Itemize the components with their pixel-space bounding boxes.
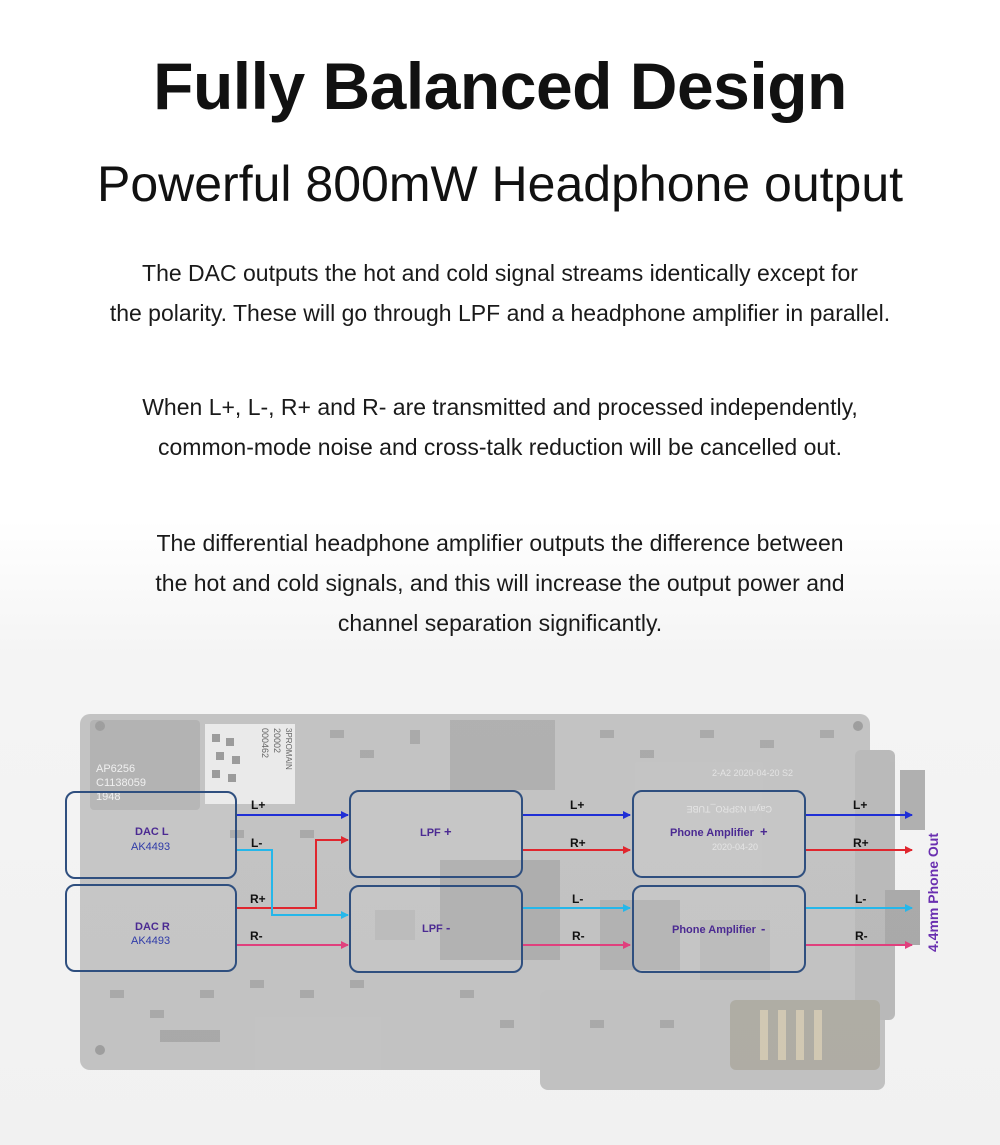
pcb-small-date: 2020-04-20 [712,842,758,852]
line-r-pos-1 [237,836,349,909]
paragraph-line: common-mode noise and cross-talk reducti… [158,434,842,460]
block-dac-r [65,884,237,972]
sig-r-pos-dac: R+ [250,892,266,906]
pcb-code: 20002 [272,728,282,753]
pcb-vertical: 3PROMAIN [284,728,293,770]
paragraph-line: The DAC outputs the hot and cold signal … [142,260,858,286]
block-dac-l [65,791,237,879]
pcb-rev: 2-A2 2020-04-20 S2 [712,768,793,778]
sig-r-neg-out: R- [855,929,868,943]
signal-lines [237,811,913,949]
sig-l-neg-lpf: L- [572,892,583,906]
label-lpf-plus: + [444,824,452,839]
label-dac-r-chip: AK4493 [131,935,170,947]
pcb-chip-text: 1948 [96,791,120,803]
sig-l-pos-out: L+ [853,798,867,812]
pcb-qr-label: 000462 [260,728,270,758]
sig-l-pos-lpf: L+ [570,798,584,812]
page-subtitle: Powerful 800mW Headphone output [96,156,904,212]
label-amp-plus: + [760,824,768,839]
diagram-blocks [65,790,806,973]
block-lpf-neg [349,885,523,973]
paragraph-noise-cancel: When L+, L-, R+ and R- are transmitted a… [40,387,960,467]
sig-r-pos-lpf: R+ [570,836,586,850]
paragraph-line: The differential headphone amplifier out… [156,530,844,556]
balanced-signal-diagram: AP6256 C1138059 1948 000462 20002 3PROMA… [0,690,1000,1130]
pcb-mirror-text: Cayin N3PRO_TUBE [686,804,772,814]
label-dac-l: DAC L [135,826,169,838]
paragraph-line: When L+, L-, R+ and R- are transmitted a… [142,394,858,420]
label-dac-l-chip: AK4493 [131,841,170,853]
pcb-board-image [80,714,925,1090]
pcb-revision-text: 2-A2 2020-04-20 S2 Cayin N3PRO_TUBE 2020… [686,768,793,852]
sig-r-pos-out: R+ [853,836,869,850]
pcb-sticker-text: 000462 20002 3PROMAIN [260,728,293,770]
label-lpf-minus: - [446,920,450,935]
pcb-silkscreen: AP6256 C1138059 1948 [96,763,146,803]
pcb-chip-text: C1138059 [96,777,146,789]
label-lpf-pos: LPF [420,827,441,839]
signal-labels: L+ L- R+ R- L+ R+ L- R- L+ R+ L- R- [250,798,869,943]
label-amp-minus: - [761,921,765,936]
block-amp-pos [632,790,806,878]
paragraph-differential-amp: The differential headphone amplifier out… [40,523,960,643]
line-l-neg-1 [237,849,349,919]
output-jack-label: 4.4mm Phone Out [925,833,941,952]
sig-l-neg-dac: L- [251,836,262,850]
paragraph-line: the hot and cold signals, and this will … [155,570,845,596]
label-amp-neg: Phone Amplifier [672,924,757,936]
paragraph-line: the polarity. These will go through LPF … [109,300,891,326]
label-lpf-neg: LPF [422,923,443,935]
diagram-svg: AP6256 C1138059 1948 000462 20002 3PROMA… [65,714,941,1090]
block-lpf-pos [349,790,523,878]
paragraph-line: channel separation significantly. [337,610,663,636]
sig-l-pos-dac: L+ [251,798,265,812]
label-amp-pos: Phone Amplifier [670,827,755,839]
sig-l-neg-out: L- [855,892,866,906]
page-title: Fully Balanced Design [153,49,847,123]
block-labels: DAC L AK4493 DAC R AK4493 LPF + LPF - Ph… [131,824,768,947]
sig-r-neg-dac: R- [250,929,263,943]
paragraph-signal-streams: The DAC outputs the hot and cold signal … [40,253,960,333]
block-amp-neg [632,885,806,973]
pcb-chip-text: AP6256 [96,763,135,775]
sig-r-neg-lpf: R- [572,929,585,943]
label-dac-r: DAC R [135,921,170,933]
